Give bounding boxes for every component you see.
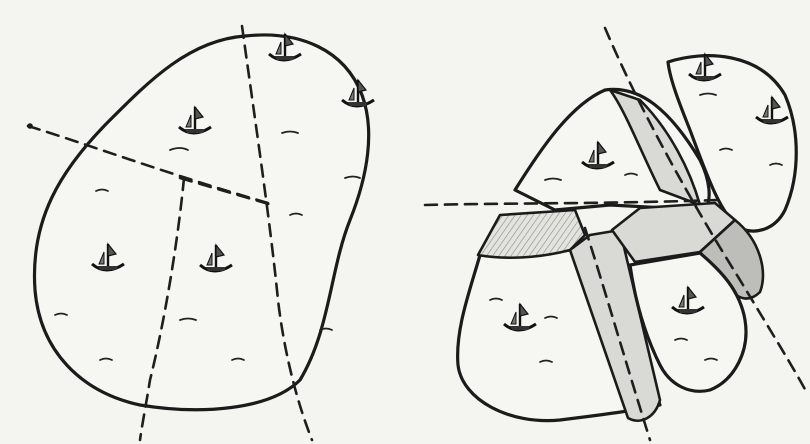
left-landmass-outline [34,35,368,410]
left-landmass [34,35,368,410]
